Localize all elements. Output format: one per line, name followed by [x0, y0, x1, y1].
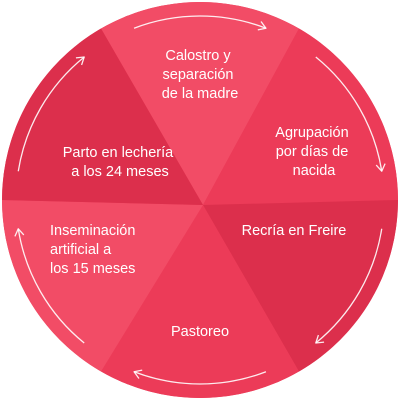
segment-recria	[203, 200, 398, 372]
segment-label-calostro: Calostro y separación de la madre	[162, 48, 239, 102]
segment-label-inseminacion: Inseminación artificial a los 15 meses	[50, 223, 139, 277]
arrow-head-icon	[257, 21, 267, 31]
cycle-arrow-6	[17, 56, 85, 172]
arrow-head-icon	[375, 163, 386, 172]
segment-label-recria: Recría en Freire	[242, 223, 347, 239]
arrow-head-icon	[14, 228, 25, 237]
cycle-arrows	[14, 15, 386, 385]
arrow-head-icon	[75, 56, 85, 66]
segment-parto	[2, 28, 203, 205]
cycle-arrow-5	[17, 228, 85, 344]
cycle-arrow-4	[133, 371, 267, 385]
arrow-head-icon	[133, 369, 143, 379]
segment-agrupacion	[203, 28, 398, 205]
arrow-head-icon	[315, 334, 325, 344]
segment-label-agrupacion: Agrupación por días de nacida	[275, 125, 352, 179]
segment-pastoreo	[101, 205, 299, 399]
segment-calostro	[101, 1, 299, 205]
segment-inseminacion	[2, 200, 203, 372]
segment-label-parto: Parto en lechería a los 24 meses	[63, 145, 177, 180]
cycle-arrow-2	[315, 56, 383, 172]
cycle-arrow-1	[133, 15, 267, 29]
segment-label-pastoreo: Pastoreo	[171, 324, 229, 340]
cycle-arrow-3	[315, 228, 383, 344]
